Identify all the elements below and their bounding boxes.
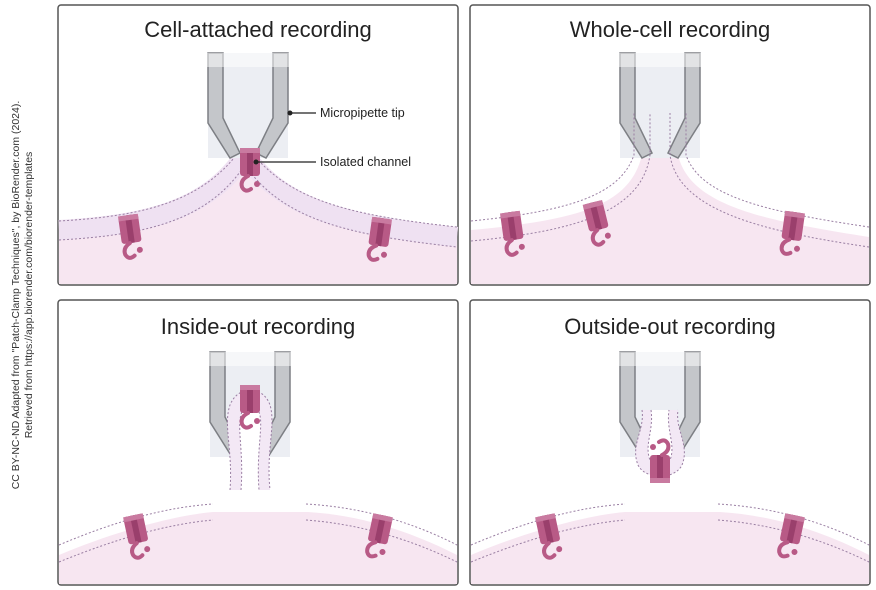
panel-title: Outside-out recording	[564, 314, 776, 339]
panel-outside-out: Outside-out recording	[469, 299, 871, 586]
panel-cell-attached: Cell-attached recording Micropipette tip…	[57, 4, 459, 286]
channel-label: Isolated channel	[320, 155, 411, 169]
pipette-label: Micropipette tip	[320, 106, 405, 120]
panel-title: Inside-out recording	[161, 314, 355, 339]
panel-title: Whole-cell recording	[570, 17, 771, 42]
panel-title: Cell-attached recording	[144, 17, 371, 42]
panel-whole-cell: Whole-cell recording	[469, 4, 871, 286]
panel-inside-out: Inside-out recording	[57, 299, 459, 586]
